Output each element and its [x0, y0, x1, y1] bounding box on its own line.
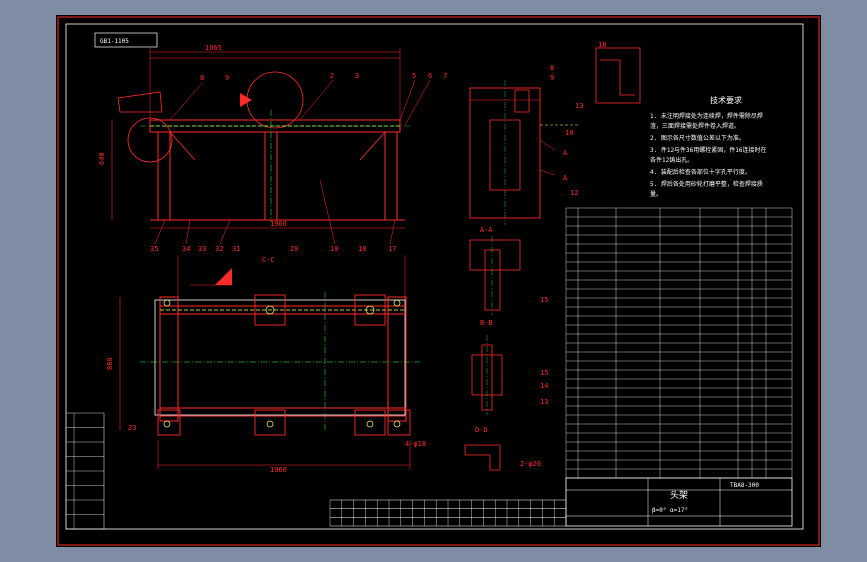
svg-text:8: 8 [200, 74, 204, 82]
parts-list-table [565, 207, 793, 479]
svg-text:12: 12 [570, 189, 578, 197]
svg-text:13: 13 [575, 102, 583, 110]
tech-note: 量。 [650, 191, 662, 198]
drawing-number: TBA8-300 [730, 482, 759, 489]
svg-text:1960: 1960 [270, 220, 287, 228]
tech-note: 4. 装配后检查各部位十字孔平行度。 [650, 168, 751, 176]
svg-text:1065: 1065 [205, 44, 222, 52]
section-label: D-D [475, 426, 488, 434]
svg-text:5: 5 [412, 72, 416, 80]
svg-text:2: 2 [330, 72, 334, 80]
tech-note: 渣，三面焊接需处焊件卷入焊道。 [650, 122, 740, 130]
svg-text:34: 34 [182, 245, 190, 253]
section-label: B-B [480, 319, 493, 327]
tech-note: 2. 图示各尺寸数值公差以下为准。 [650, 134, 745, 142]
svg-text:33: 33 [198, 245, 206, 253]
svg-text:3: 3 [355, 72, 359, 80]
svg-text:2-φ20: 2-φ20 [520, 460, 541, 468]
part-name: 头架 [670, 490, 688, 501]
svg-text:10: 10 [565, 129, 573, 137]
tech-note: 各件12铸出孔。 [650, 156, 693, 164]
svg-text:9: 9 [550, 74, 554, 82]
revision-strip [66, 412, 105, 530]
section-label: A-A [480, 226, 493, 234]
svg-text:18: 18 [598, 41, 606, 49]
svg-text:880: 880 [106, 357, 114, 370]
svg-text:35: 35 [150, 245, 158, 253]
bottom-param-table [329, 499, 567, 527]
param-formula: β=0° α=17° [652, 507, 688, 514]
svg-text:4-φ18: 4-φ18 [405, 440, 426, 448]
svg-text:20: 20 [290, 245, 298, 253]
tech-requirements: 技术要求 1. 未注明焊接处为连续焊，焊件需除尽焊 渣，三面焊接需处焊件卷入焊道… [650, 95, 767, 198]
svg-text:18: 18 [358, 245, 366, 253]
section-details: A-A 15 B-B 15 14 13 D-D 2-φ20 [464, 226, 548, 471]
tech-note: 1. 未注明焊接处为连续焊，焊件需除尽焊 [650, 112, 763, 120]
svg-text:31: 31 [232, 245, 240, 253]
svg-text:15: 15 [540, 369, 548, 377]
svg-text:15: 15 [540, 296, 548, 304]
svg-text:640: 640 [98, 152, 106, 165]
detail-view: 18 [595, 41, 641, 104]
svg-text:A: A [563, 149, 568, 157]
tech-note: 5. 焊后各处用砂轮打磨平整，检查焊接质 [650, 180, 763, 188]
section-label: C-C [262, 256, 275, 264]
plan-view: C-C 880 1960 23 4-φ18 [106, 255, 426, 474]
svg-text:32: 32 [215, 245, 223, 253]
tech-title: 技术要求 [710, 95, 742, 105]
svg-text:7: 7 [443, 72, 447, 80]
side-view: 8 9 10 A A 12 13 [469, 64, 583, 225]
svg-text:8: 8 [550, 64, 554, 72]
top-label-box [94, 32, 158, 48]
svg-text:19: 19 [330, 245, 338, 253]
outer-border [57, 16, 820, 546]
drawing-sheet [56, 15, 821, 547]
svg-text:23: 23 [128, 424, 136, 432]
tech-note: 3. 件12与件36用螺栓紧固，件16连接时在 [650, 146, 767, 154]
front-view: 1065 8 9 2 3 5 6 7 1960 640 [98, 44, 447, 253]
svg-text:14: 14 [540, 382, 548, 390]
svg-text:1960: 1960 [270, 466, 287, 474]
title-block: 头架 TBA8-300 β=0° α=17° [565, 477, 793, 527]
svg-text:A: A [563, 174, 568, 182]
top-label: GB1-1105 [100, 38, 129, 45]
svg-text:9: 9 [225, 74, 229, 82]
svg-text:17: 17 [388, 245, 396, 253]
inner-border [65, 23, 804, 530]
svg-text:13: 13 [540, 398, 548, 406]
svg-text:6: 6 [428, 72, 432, 80]
